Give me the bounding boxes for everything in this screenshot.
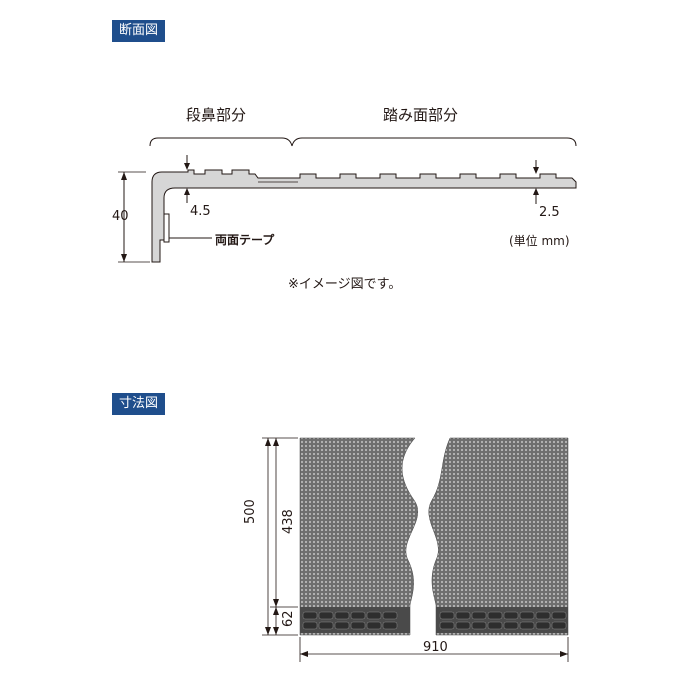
tread-thickness-value: 2.5 — [539, 205, 560, 220]
width-dimension-arrows — [300, 651, 568, 657]
double-sided-tape — [163, 213, 170, 243]
depth-dimension-arrows — [265, 438, 279, 635]
nosing-brace — [149, 137, 293, 147]
tread-thk-arrowhead-bottom — [533, 188, 539, 195]
dimension-drawing-tag: 寸法図 — [112, 393, 166, 415]
mat-right-piece — [428, 437, 569, 636]
stair-nosing-profile — [151, 169, 577, 263]
tread-brace — [291, 137, 577, 147]
width-value: 910 — [423, 640, 448, 655]
unit-label: (単位 mm) — [509, 234, 570, 248]
nosing-thickness-value: 4.5 — [190, 204, 211, 219]
nosing-thk-arrowhead-top — [184, 163, 190, 170]
tread-part-label: 踏み面部分 — [383, 106, 459, 124]
width-dimension-line — [299, 637, 569, 662]
nosing-strip — [300, 607, 568, 633]
nosing-thk-arrowhead-bottom — [184, 188, 190, 195]
depth-dimension-lines — [262, 437, 298, 636]
cross-section-tag: 断面図 — [112, 20, 166, 42]
tread-thk-arrowhead-top — [533, 167, 539, 174]
image-note: ※イメージ図です。 — [288, 277, 402, 292]
double-sided-tape-label: 両面テープ — [215, 233, 275, 247]
mat-left-piece — [299, 437, 419, 636]
nosing-part-label: 段鼻部分 — [186, 106, 247, 124]
